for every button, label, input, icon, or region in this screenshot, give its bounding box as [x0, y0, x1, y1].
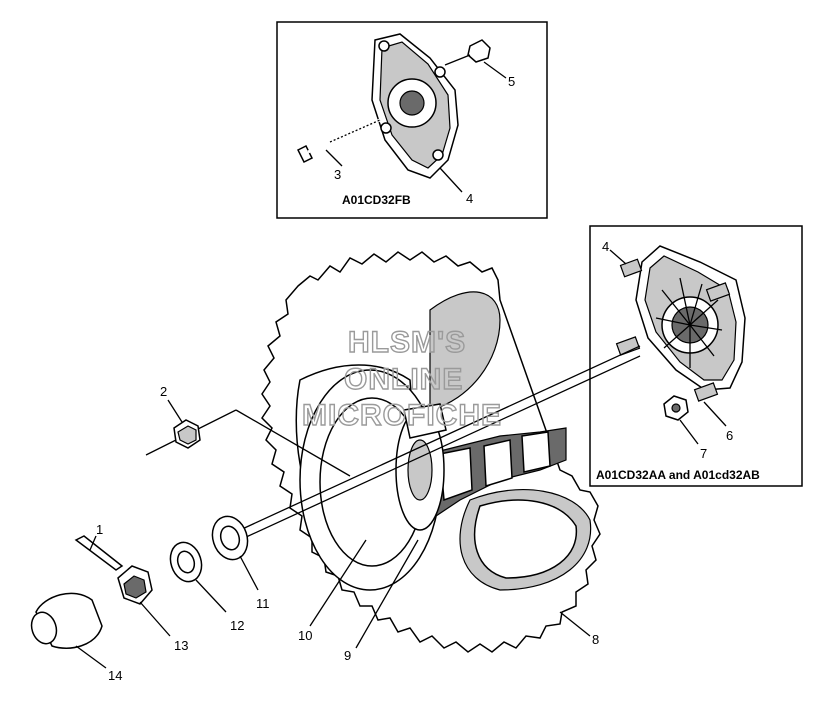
washer-12	[169, 541, 227, 613]
wheel-hub-9	[395, 403, 567, 531]
hub-cap-14	[30, 592, 107, 669]
nut-5	[444, 39, 507, 79]
callout-right-6: 6	[726, 428, 733, 443]
nut-7	[663, 395, 699, 445]
callout-9: 9	[344, 648, 351, 663]
castle-nut-13	[117, 565, 171, 637]
stud-left	[615, 336, 641, 356]
stud-4	[609, 249, 643, 278]
callout-right-4: 4	[602, 239, 609, 254]
watermark-line-2: ONLINE	[344, 363, 463, 396]
inset-top-caption: A01CD32FB	[342, 193, 411, 207]
cotter-pin-1	[74, 535, 124, 571]
inset-right-caption: A01CD32AA and A01cd32AB	[596, 468, 760, 482]
hub-flange-top	[371, 33, 459, 179]
axle-shaft	[239, 345, 641, 539]
callout-top-4: 4	[466, 191, 473, 206]
nut-2	[167, 399, 201, 449]
callout-8: 8	[592, 632, 599, 647]
callout-13: 13	[174, 638, 188, 653]
bolt-3	[296, 118, 381, 164]
stud-6	[693, 382, 727, 427]
watermark-line-3: MICROFICHE	[302, 399, 502, 432]
callout-2: 2	[160, 384, 167, 399]
inset-right: 4 6 7 A01CD32AA and A01cd32AB	[589, 225, 803, 487]
watermark: HLSM'S ONLINE MICROFICHE	[301, 325, 502, 432]
callout-right-7: 7	[700, 446, 707, 461]
callout-top-5: 5	[508, 74, 515, 89]
callout-1: 1	[96, 522, 103, 537]
callout-12: 12	[230, 618, 244, 633]
stud-upper-right	[705, 282, 731, 302]
inset-top: 3 4 5 A01CD32FB	[276, 21, 548, 219]
callout-14: 14	[108, 668, 122, 683]
callout-11: 11	[256, 596, 270, 611]
callout-top-3: 3	[334, 167, 341, 182]
washer-11	[211, 515, 259, 591]
callout-10: 10	[298, 628, 312, 643]
watermark-line-1: HLSM'S	[348, 326, 466, 359]
